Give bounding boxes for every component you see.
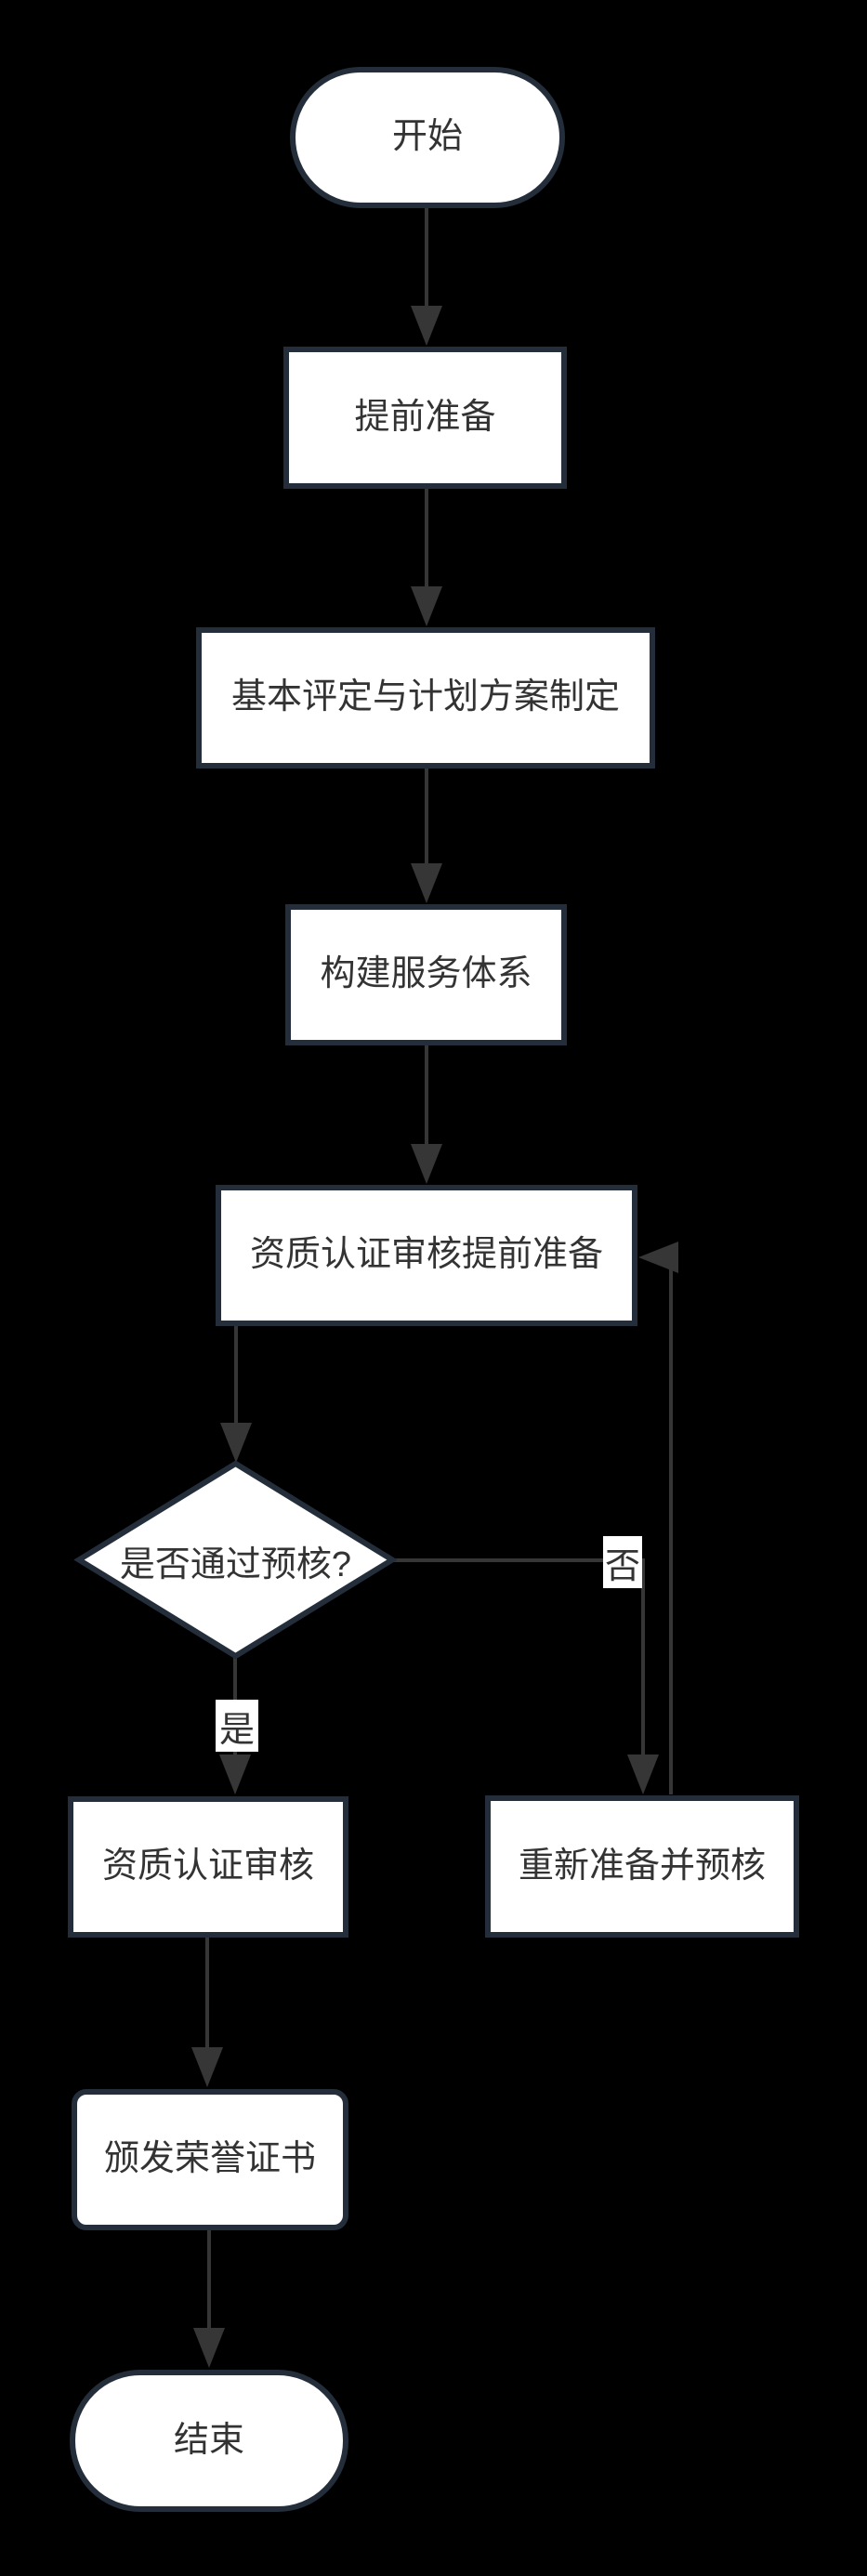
node-service-system-label: 构建服务体系	[320, 954, 532, 994]
arrowhead-down-icon	[411, 863, 442, 903]
node-start-label: 开始	[391, 117, 463, 157]
node-end: 结束	[70, 2370, 348, 2512]
edge-label-yes: 是	[216, 1700, 258, 1752]
node-certificate-label: 颁发荣誉证书	[103, 2139, 316, 2179]
node-plan: 基本评定与计划方案制定	[196, 627, 655, 769]
decision-diamond-shape	[73, 1460, 398, 1660]
node-audit-label: 资质认证审核	[101, 1847, 314, 1886]
arrowhead-down-icon	[220, 1423, 252, 1463]
node-redo-precheck: 重新准备并预核	[485, 1795, 799, 1938]
node-service-system: 构建服务体系	[285, 904, 567, 1045]
arrowhead-down-icon	[411, 586, 442, 626]
node-plan-label: 基本评定与计划方案制定	[230, 677, 620, 717]
arrowhead-down-icon	[193, 2328, 225, 2368]
node-end-label: 结束	[173, 2420, 244, 2460]
node-audit-preparation-label: 资质认证审核提前准备	[249, 1235, 603, 1275]
arrowhead-down-icon	[627, 1755, 659, 1794]
edge-decision-redo	[392, 1558, 645, 1756]
node-audit-preparation: 资质认证审核提前准备	[216, 1185, 637, 1326]
node-decision-label: 是否通过预核?	[119, 1544, 352, 1584]
arrowhead-down-icon	[411, 1144, 442, 1184]
edge-redo-auditprep	[651, 1255, 673, 1794]
node-audit: 资质认证审核	[68, 1796, 348, 1938]
node-start: 开始	[290, 67, 565, 208]
arrowhead-down-icon	[191, 2047, 223, 2087]
arrowhead-down-icon	[411, 306, 442, 346]
arrowhead-left-icon	[638, 1242, 678, 1273]
node-certificate: 颁发荣誉证书	[72, 2089, 348, 2230]
edge-label-no: 否	[603, 1536, 642, 1588]
arrowhead-down-icon	[219, 1755, 251, 1794]
node-prepare-label: 提前准备	[354, 397, 496, 437]
node-prepare: 提前准备	[283, 347, 567, 489]
node-redo-precheck-label: 重新准备并预核	[518, 1846, 766, 1886]
